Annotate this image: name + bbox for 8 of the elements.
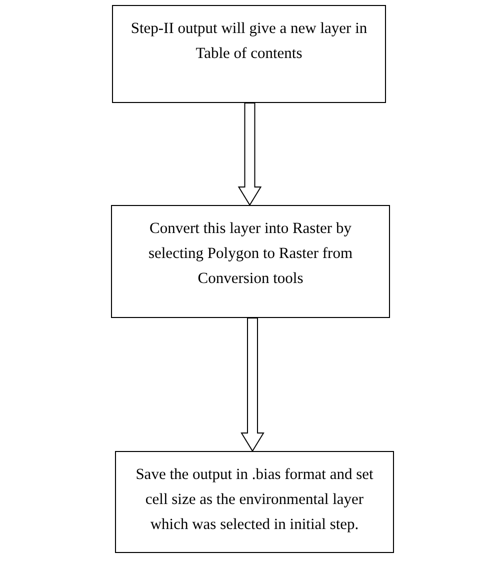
- box-text: Save the output in .bias format and set cell size as the environmental layer which was selected in initial step.: [134, 465, 374, 535]
- process-box: [112, 5, 386, 103]
- block-arrow: [238, 102, 262, 206]
- process-box: [115, 451, 394, 553]
- box-text: Convert this layer into Raster by selecting Polygon to Raster from Conversion tools: [147, 219, 354, 289]
- box-text: Step-II output will give a new layer in Table of contents: [130, 19, 368, 64]
- process-box: [111, 205, 390, 318]
- block-arrow: [240, 318, 264, 452]
